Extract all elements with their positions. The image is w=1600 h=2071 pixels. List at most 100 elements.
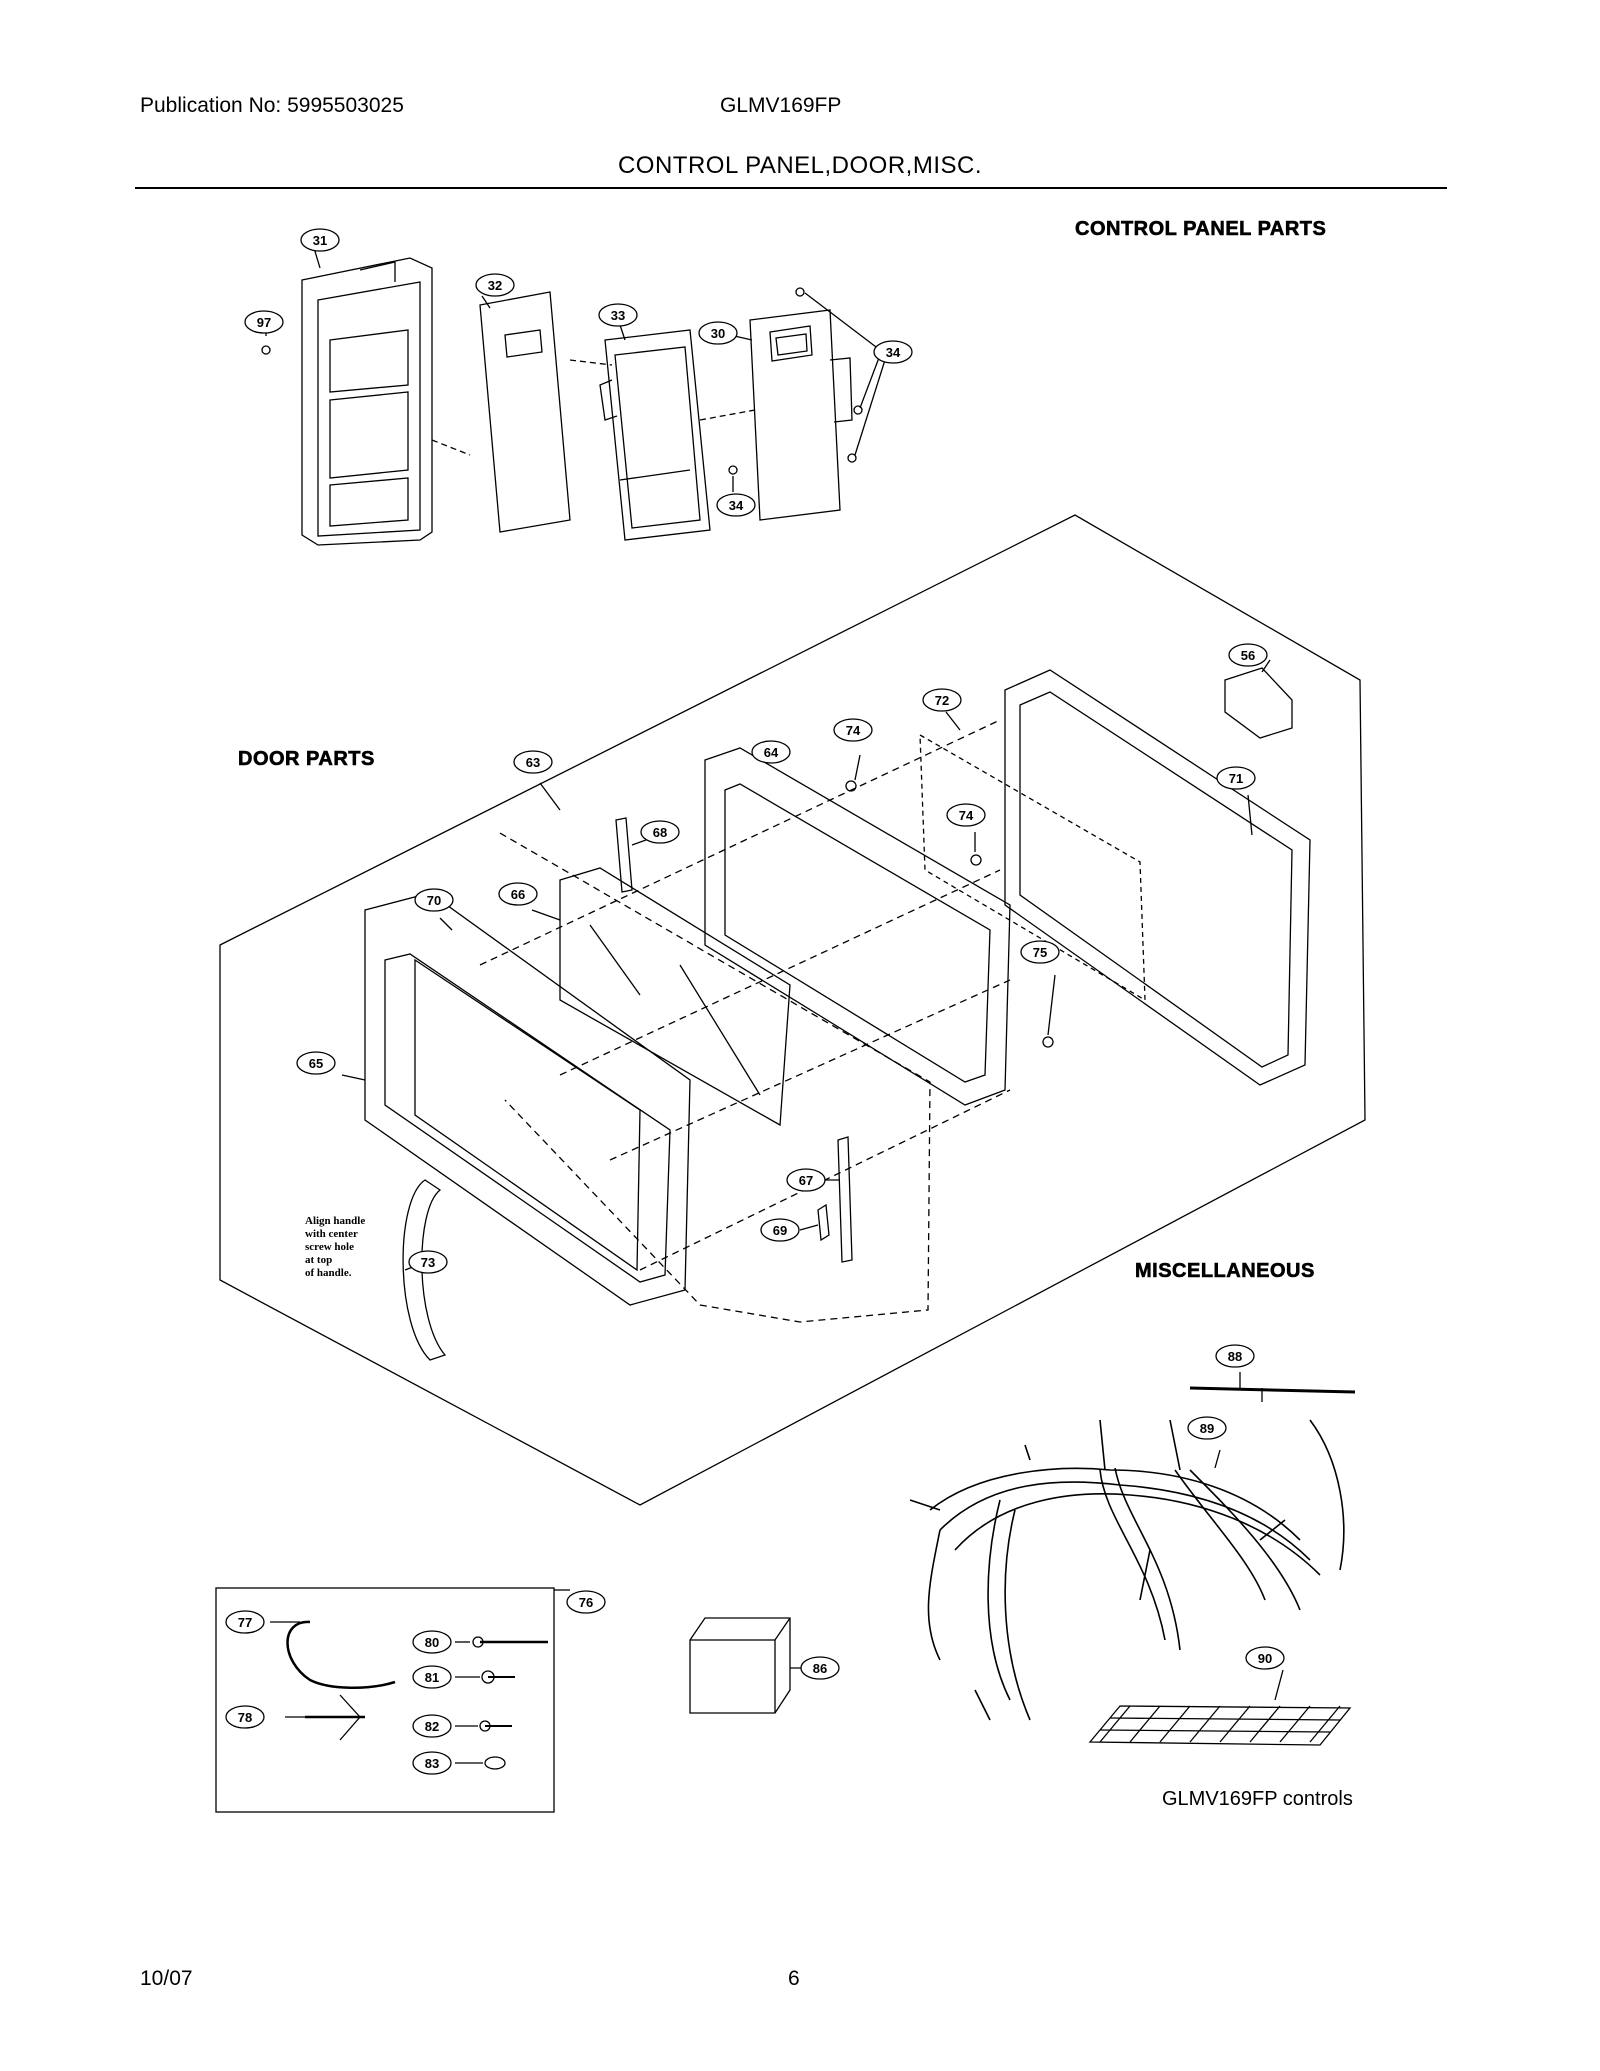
callout-label: 65 xyxy=(309,1056,323,1071)
callout-97: 97 xyxy=(244,310,284,334)
callout-ellipse xyxy=(1020,940,1060,964)
callout-ellipse xyxy=(412,1630,452,1654)
callout-ellipse xyxy=(225,1610,265,1634)
note-line: at top xyxy=(305,1254,333,1266)
callout-65: 65 xyxy=(296,1051,336,1075)
hinge-drawing xyxy=(837,1136,853,1263)
callout-label: 76 xyxy=(579,1595,593,1610)
door-strip-drawing xyxy=(615,817,633,893)
callout-label: 69 xyxy=(773,1223,787,1238)
callout-label: 67 xyxy=(799,1173,813,1188)
callout-label: 64 xyxy=(764,745,779,760)
callout-label: 30 xyxy=(711,326,725,341)
callout-ellipse xyxy=(698,321,738,345)
control-panel-overlay-drawing xyxy=(479,291,571,533)
callout-label: 82 xyxy=(425,1719,439,1734)
callout-label: 73 xyxy=(421,1255,435,1270)
callout-72: 72 xyxy=(922,688,962,712)
door-choke-frame-drawing xyxy=(1004,669,1311,1086)
callout-31: 31 xyxy=(300,228,340,252)
callout-30: 30 xyxy=(698,321,738,345)
control-panel-frame-drawing xyxy=(301,257,433,546)
callout-ellipse xyxy=(833,718,873,742)
control-panel-parts-heading: CONTROL PANEL PARTS xyxy=(1075,218,1327,241)
callout-75: 75 xyxy=(1020,940,1060,964)
callout-label: 34 xyxy=(729,498,744,513)
callout-ellipse xyxy=(408,1250,448,1274)
callout-ellipse xyxy=(296,1051,336,1075)
callout-label: 56 xyxy=(1241,648,1255,663)
callout-ellipse xyxy=(1215,1344,1255,1368)
manual-box-drawing xyxy=(689,1617,791,1714)
handle-alignment-note: Align handle with center screw hole at t… xyxy=(305,1215,365,1280)
callout-ellipse xyxy=(751,740,791,764)
control-board-drawing xyxy=(749,309,853,521)
callout-81: 81 xyxy=(412,1665,452,1689)
callout-ellipse xyxy=(640,820,680,844)
callout-label: 68 xyxy=(653,825,667,840)
door-glass-drawing xyxy=(559,867,791,1127)
hardware-kit-box xyxy=(215,1587,555,1813)
footer-date: 10/07 xyxy=(140,1967,193,1990)
callout-ellipse xyxy=(1216,766,1256,790)
callout-68: 68 xyxy=(640,820,680,844)
callout-88: 88 xyxy=(1215,1344,1255,1368)
callout-label: 75 xyxy=(1033,945,1047,960)
callout-label: 74 xyxy=(959,808,974,823)
callout-label: 32 xyxy=(488,278,502,293)
callout-77: 77 xyxy=(225,1610,265,1634)
callout-ellipse xyxy=(922,688,962,712)
wire-harness-drawing xyxy=(909,1419,1345,1721)
callout-label: 83 xyxy=(425,1756,439,1771)
model-number: GLMV169FP xyxy=(720,94,842,117)
figure-caption: GLMV169FP controls xyxy=(1162,1788,1353,1810)
callout-ellipse xyxy=(225,1705,265,1729)
callout-ellipse xyxy=(800,1656,840,1680)
callout-ellipse xyxy=(414,888,454,912)
callout-label: 34 xyxy=(886,345,901,360)
door-parts-heading: DOOR PARTS xyxy=(238,748,375,771)
callout-74: 74 xyxy=(833,718,873,742)
note-line: with center xyxy=(305,1228,358,1240)
callout-70: 70 xyxy=(414,888,454,912)
callout-90: 90 xyxy=(1245,1646,1285,1670)
callout-label: 71 xyxy=(1229,771,1243,786)
callout-label: 89 xyxy=(1200,1421,1214,1436)
callout-ellipse xyxy=(300,228,340,252)
callout-ellipse xyxy=(946,803,986,827)
page-title: CONTROL PANEL,DOOR,MISC. xyxy=(617,152,983,179)
control-panel-bracket-drawing xyxy=(599,329,711,541)
callout-label: 88 xyxy=(1228,1349,1242,1364)
callout-56: 56 xyxy=(1228,643,1268,667)
callout-ellipse xyxy=(566,1590,606,1614)
rack-drawing xyxy=(1088,1705,1352,1746)
callout-74: 74 xyxy=(946,803,986,827)
callout-ellipse xyxy=(412,1714,452,1738)
door-outer-frame-drawing xyxy=(364,892,691,1306)
callout-ellipse xyxy=(412,1751,452,1775)
miscellaneous-heading: MISCELLANEOUS xyxy=(1135,1260,1315,1283)
callout-ellipse xyxy=(760,1218,800,1242)
callout-label: 97 xyxy=(257,315,271,330)
callout-label: 86 xyxy=(813,1661,827,1676)
callout-89: 89 xyxy=(1187,1416,1227,1440)
callout-ellipse xyxy=(1245,1646,1285,1670)
callout-66: 66 xyxy=(498,882,538,906)
callout-73: 73 xyxy=(408,1250,448,1274)
callout-ellipse xyxy=(475,273,515,297)
callout-82: 82 xyxy=(412,1714,452,1738)
note-line: of handle. xyxy=(305,1267,352,1279)
callout-76: 76 xyxy=(566,1590,606,1614)
callout-label: 33 xyxy=(611,308,625,323)
callout-label: 90 xyxy=(1258,1651,1272,1666)
callout-label: 66 xyxy=(511,887,525,902)
callout-34: 34 xyxy=(716,493,756,517)
title-rule xyxy=(135,187,1447,189)
callout-ellipse xyxy=(498,882,538,906)
wire-jumper-drawing xyxy=(1189,1386,1356,1394)
callout-label: 70 xyxy=(427,893,441,908)
callout-80: 80 xyxy=(412,1630,452,1654)
callout-label: 78 xyxy=(238,1710,252,1725)
callout-63: 63 xyxy=(513,750,553,774)
